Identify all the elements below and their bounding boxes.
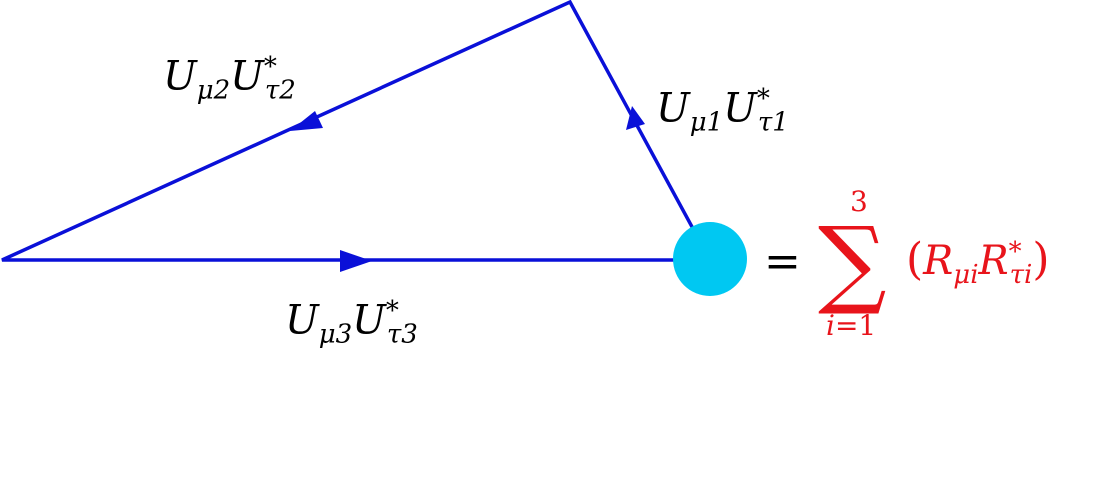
sum-lower-var: i: [826, 309, 835, 342]
r1-symbol: R: [923, 238, 954, 284]
label-bottom-sub1: μ3: [318, 319, 353, 350]
sum-lower-eq: =1: [834, 309, 877, 342]
label-bottom-sup: *: [385, 296, 399, 326]
label-top-u1: U: [163, 53, 197, 100]
label-bottom-edge: Uμ3U*τ3: [285, 298, 418, 347]
label-right-u2: U: [723, 85, 757, 132]
label-top-sub1: μ2: [196, 75, 231, 106]
close-paren: ): [1032, 234, 1050, 285]
r1-sub: μi: [953, 260, 979, 290]
sum-upper-limit: 3: [850, 185, 868, 218]
label-top-sup: *: [263, 52, 277, 82]
label-bottom-u1: U: [285, 297, 319, 344]
label-right-sub2: τ1: [757, 107, 789, 138]
arrow-bottom-edge: [340, 250, 372, 272]
r2-symbol: R: [978, 238, 1009, 284]
arrow-right-edge: [626, 106, 645, 130]
vertex-blob: [673, 222, 747, 296]
sum-term: (RμiR*τi): [906, 236, 1050, 290]
arrow-top-edge: [290, 111, 323, 131]
label-bottom-sub2: τ3: [386, 319, 418, 350]
label-right-sub1: μ1: [689, 107, 724, 138]
label-top-edge: Uμ2U*τ2: [163, 54, 296, 103]
label-right-edge: Uμ1U*τ1: [656, 86, 789, 135]
r2-sup: *: [1008, 236, 1022, 267]
label-top-sub2: τ2: [264, 75, 296, 106]
label-top-u2: U: [230, 53, 264, 100]
label-bottom-u2: U: [352, 297, 386, 344]
r2-sub: τi: [1009, 260, 1033, 290]
sum-lower-limit: i=1: [826, 312, 876, 340]
sum-symbol: ∑: [818, 206, 887, 318]
equals-sign: =: [764, 236, 801, 287]
open-paren: (: [906, 234, 924, 285]
label-right-u1: U: [656, 85, 690, 132]
label-right-sup: *: [756, 84, 770, 114]
triangle-edges: [1, 0, 712, 262]
